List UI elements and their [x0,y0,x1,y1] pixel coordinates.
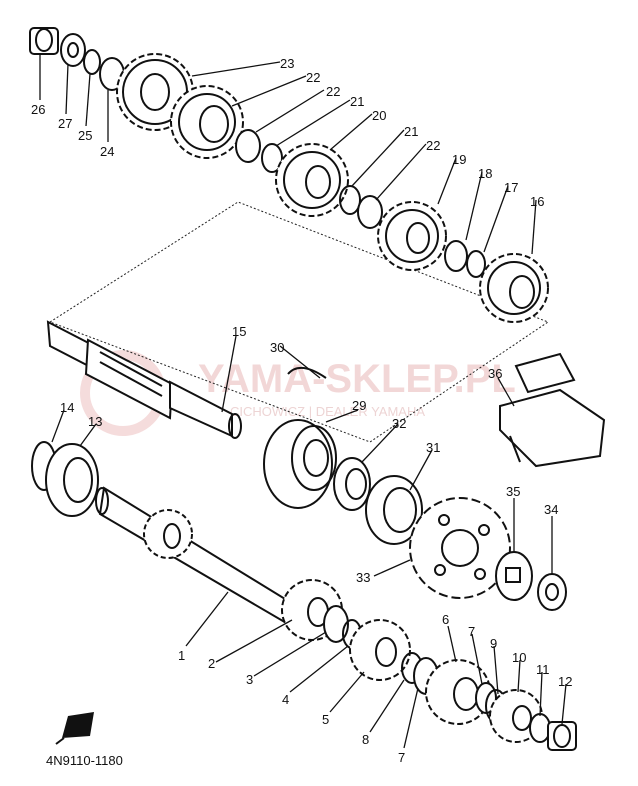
part-20-gear [275,143,349,217]
callout-6: 6 [442,612,449,627]
part-21-clip-a [261,143,283,173]
callout-25: 24 [100,144,114,159]
callout-labels: 26 27 25 24 23 22 22 21 20 21 22 19 18 1… [31,56,572,765]
part-22-washer-a [235,129,261,163]
callout-10: 10 [512,650,526,665]
part-17-clip [466,250,486,278]
part-15-main-axle [46,320,242,439]
callout-17: 17 [504,180,518,195]
callout-21a: 21 [350,94,364,109]
callout-20: 20 [372,108,386,123]
callout-22b: 22 [426,138,440,153]
callout-3: 3 [246,672,253,687]
callout-24: 23 [280,56,294,71]
callout-32: 32 [392,416,406,431]
callout-8: 8 [362,732,369,747]
part-32-collar [333,457,371,511]
part-16-gear [479,253,549,323]
callout-19: 19 [452,152,466,167]
callout-28: 27 [58,116,72,131]
callout-21b: 21 [404,124,418,139]
part-29-bearing [263,419,337,509]
part-21-clip-b [339,185,361,215]
callout-35: 35 [506,484,520,499]
callout-26: 25 [78,128,92,143]
callout-11: 11 [536,662,550,677]
part-33-drive-sprocket [409,497,511,599]
assembly-boundary [48,201,550,443]
part-36-stopper-plate [499,352,606,468]
callout-23: 22 [306,70,320,85]
watermark-brand: YAMA-SKLEP.PL [198,357,516,401]
part-30-circlip [287,367,327,379]
callout-29: 29 [352,398,366,413]
callout-16: 16 [530,194,544,209]
part-18-washer [444,240,468,272]
part-27-bearing [29,27,59,55]
watermark-subtitle: CICHOWICZ | DEALER YAMAHA [230,404,425,419]
front-direction-icon [55,712,94,745]
callout-12: 12 [558,674,572,689]
callout-13: 13 [88,414,102,429]
callout-34: 34 [544,502,558,517]
part-22-washer-b [357,195,383,229]
callout-7a: 7 [468,624,475,639]
part-19-gear [377,201,447,271]
upper-gear-set [29,27,549,323]
part-3-washer [323,605,349,643]
leader-lines [39,54,567,749]
callout-30: 30 [270,340,284,355]
callout-22a: 22 [326,84,340,99]
part-12-bearing [547,721,577,751]
part-13-bearing [45,443,99,517]
part-26-clip [83,49,101,75]
part-1-drive-axle [95,486,292,626]
callout-1: 1 [178,648,185,663]
part-23-gear [170,85,244,159]
part-31-oil-seal [365,475,423,545]
callout-7b: 7 [398,750,405,765]
callout-5: 5 [322,712,329,727]
callout-31: 31 [426,440,440,455]
lower-gear-set [31,441,577,751]
part-35-lock-washer [495,551,533,601]
callout-9: 9 [490,636,497,651]
callout-15: 15 [232,324,246,339]
part-code-label: 4N9110-1180 [46,753,123,768]
part-28-washer [60,33,86,67]
part-5-gear [349,619,411,681]
callout-18: 18 [478,166,492,181]
callout-27: 26 [31,102,45,117]
callout-2: 2 [208,656,215,671]
callout-14: 14 [60,400,74,415]
callout-4: 4 [282,692,289,707]
callout-36: 36 [488,366,502,381]
part-34-nut [537,573,567,611]
callout-33: 33 [356,570,370,585]
